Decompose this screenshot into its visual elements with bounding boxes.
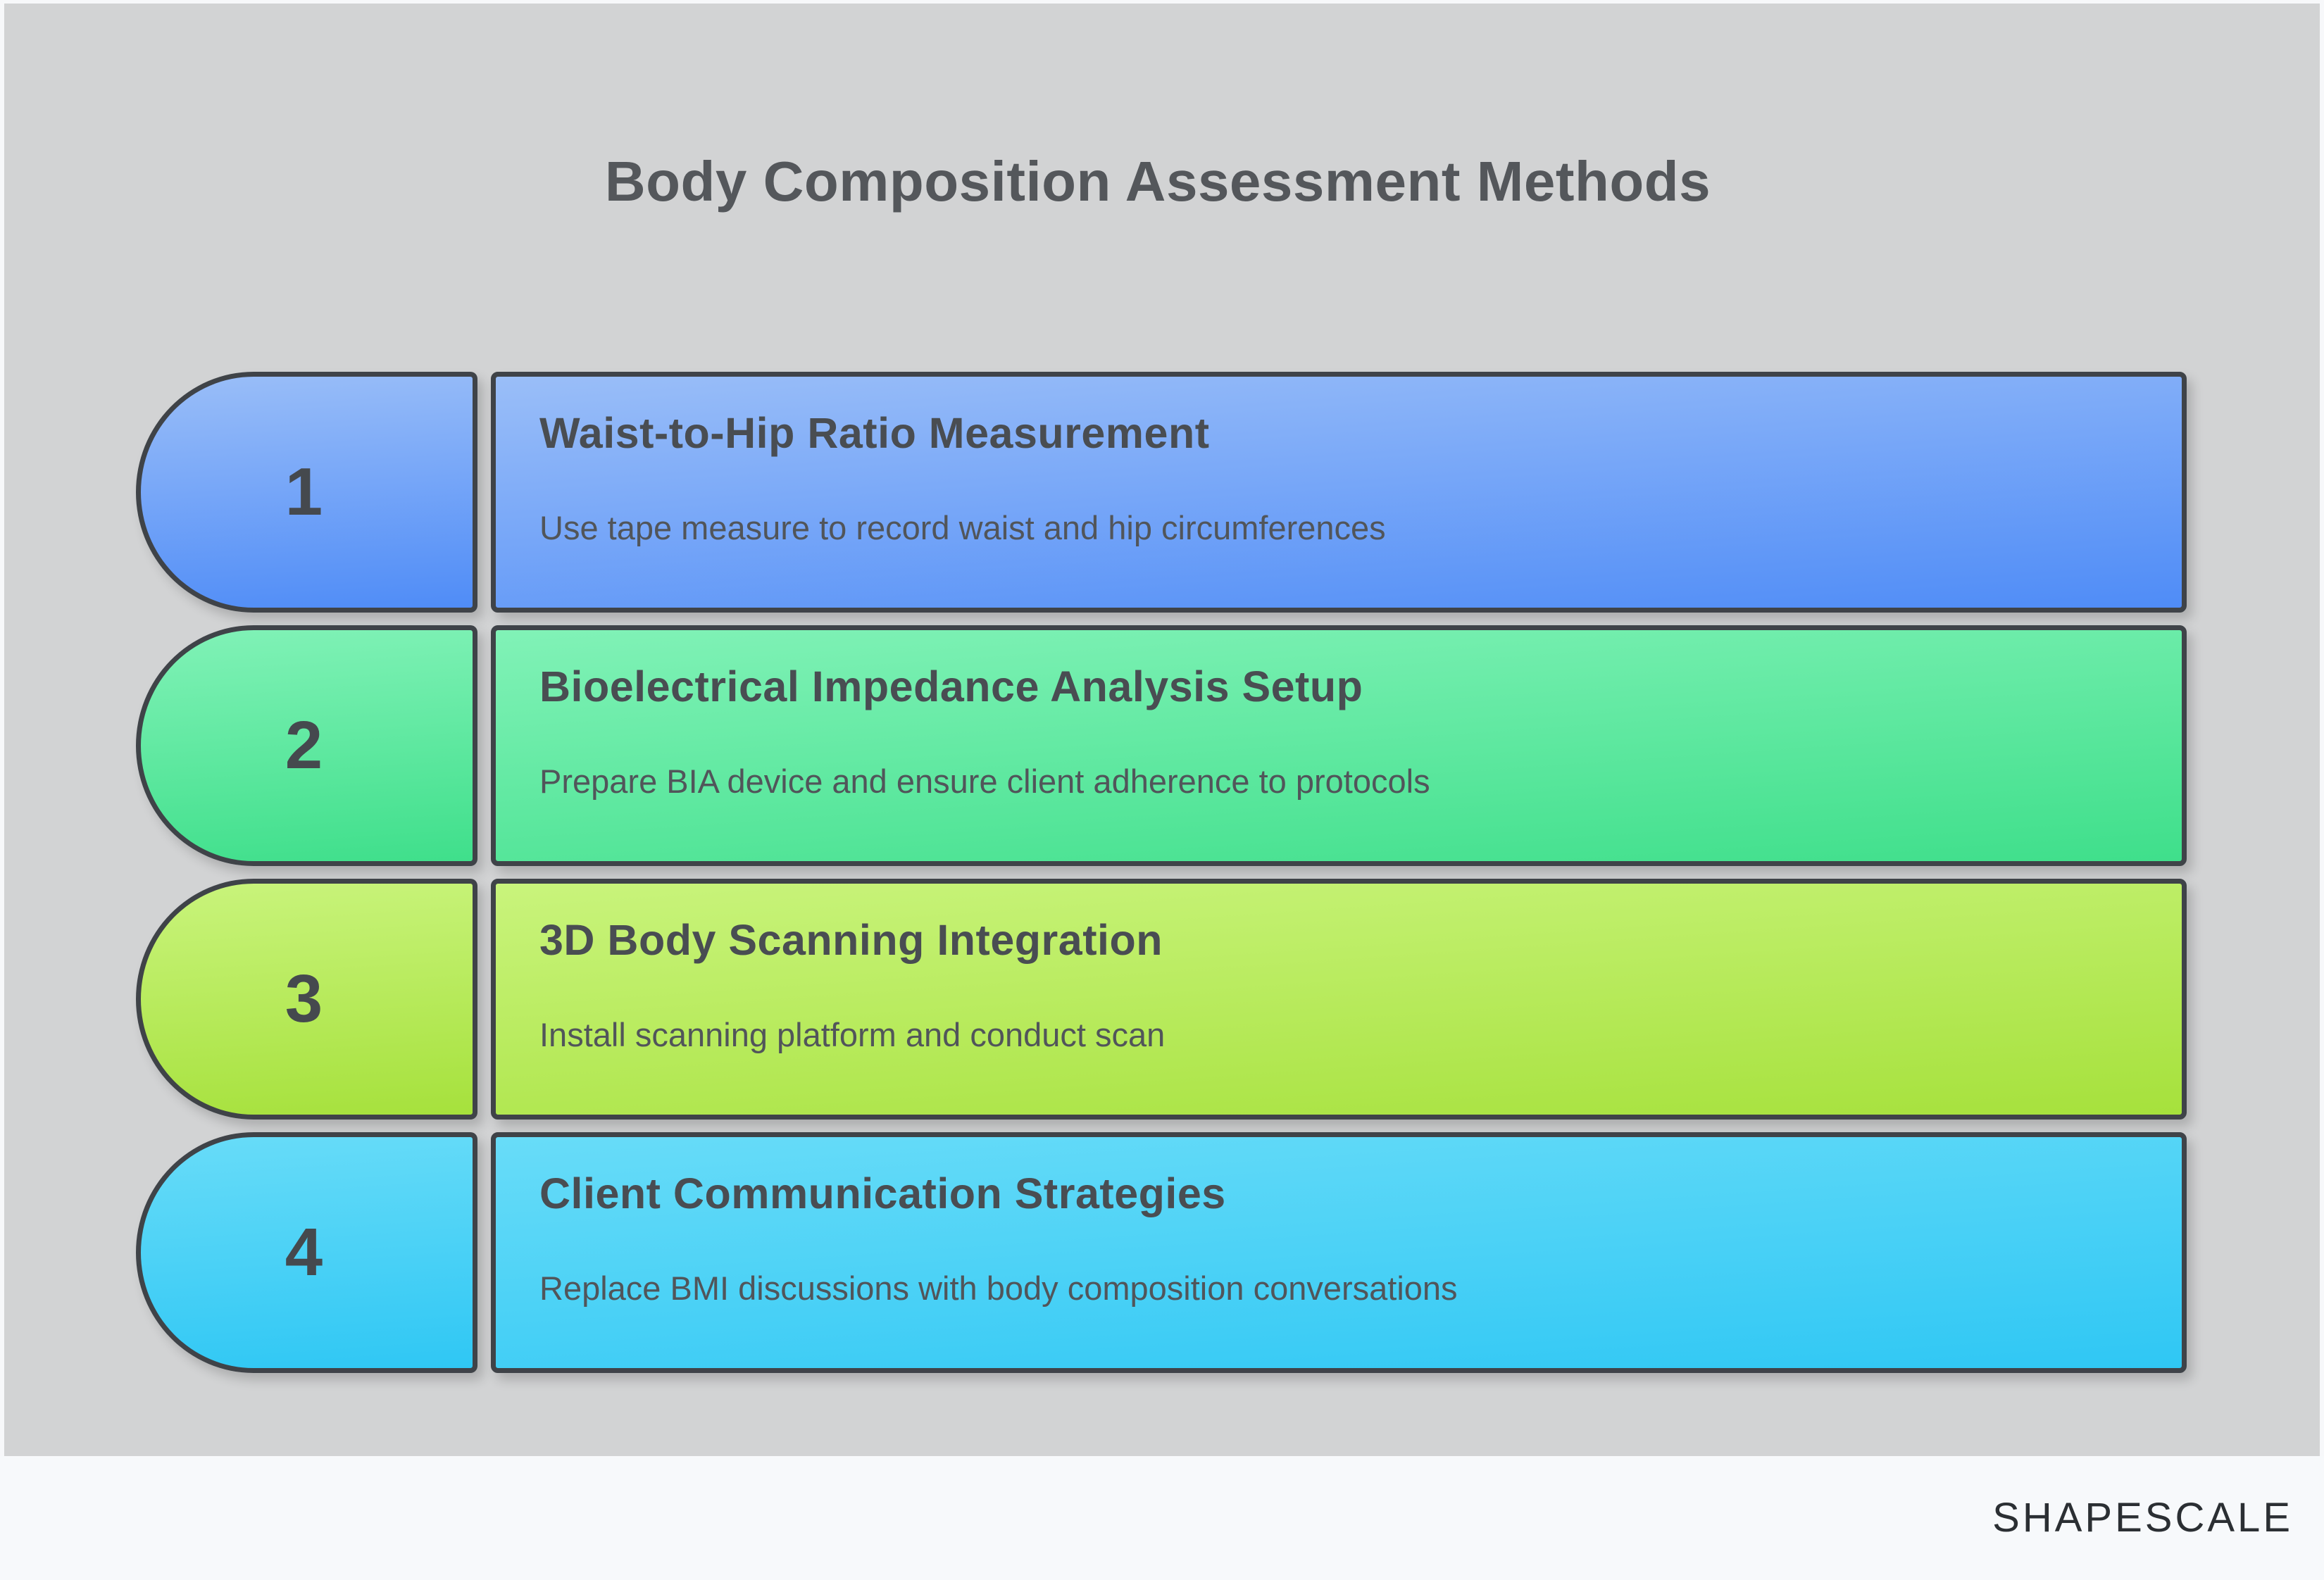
step-number-badge-4: 4 — [136, 1132, 477, 1373]
step-description-4: Replace BMI discussions with body compos… — [539, 1269, 1458, 1308]
step-card-3: 3D Body Scanning Integration Install sca… — [491, 879, 2187, 1120]
step-heading-4: Client Communication Strategies — [539, 1170, 1226, 1217]
step-heading-3: 3D Body Scanning Integration — [539, 916, 1163, 964]
step-card-1: Waist-to-Hip Ratio Measurement Use tape … — [491, 372, 2187, 613]
step-row-3: 3 3D Body Scanning Integration Install s… — [0, 879, 2324, 1120]
step-heading-1: Waist-to-Hip Ratio Measurement — [539, 409, 1210, 457]
step-number-2: 2 — [285, 708, 323, 783]
step-row-1: 1 Waist-to-Hip Ratio Measurement Use tap… — [0, 372, 2324, 613]
step-row-2: 2 Bioelectrical Impedance Analysis Setup… — [0, 625, 2324, 866]
page-title: Body Composition Assessment Methods — [604, 150, 1711, 213]
step-heading-2: Bioelectrical Impedance Analysis Setup — [539, 663, 1363, 710]
step-number-badge-3: 3 — [136, 879, 477, 1120]
step-number-1: 1 — [285, 454, 323, 529]
step-number-3: 3 — [285, 961, 323, 1036]
step-card-2: Bioelectrical Impedance Analysis Setup P… — [491, 625, 2187, 866]
step-number-4: 4 — [285, 1215, 323, 1290]
step-number-badge-2: 2 — [136, 625, 477, 866]
step-description-2: Prepare BIA device and ensure client adh… — [539, 763, 1430, 801]
step-number-badge-1: 1 — [136, 372, 477, 613]
step-card-4: Client Communication Strategies Replace … — [491, 1132, 2187, 1373]
step-row-4: 4 Client Communication Strategies Replac… — [0, 1132, 2324, 1373]
step-description-1: Use tape measure to record waist and hip… — [539, 509, 1386, 547]
step-description-3: Install scanning platform and conduct sc… — [539, 1016, 1166, 1054]
footer-bar: SHAPESCALE — [0, 1456, 2324, 1580]
shapescale-wordmark: SHAPESCALE — [1992, 1495, 2293, 1541]
